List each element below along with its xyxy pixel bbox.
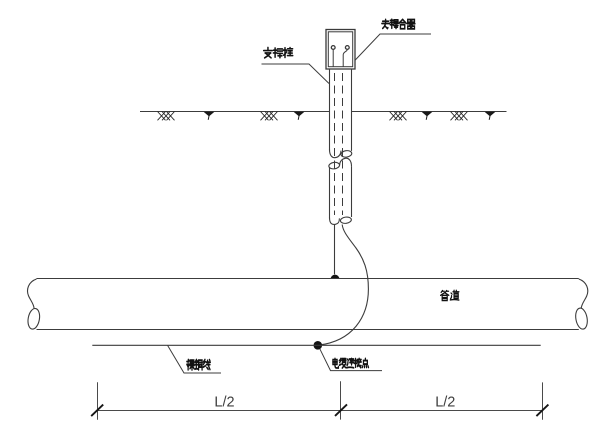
svg-text:L/2: L/2 [214,395,234,411]
svg-text:L/2: L/2 [435,395,455,411]
